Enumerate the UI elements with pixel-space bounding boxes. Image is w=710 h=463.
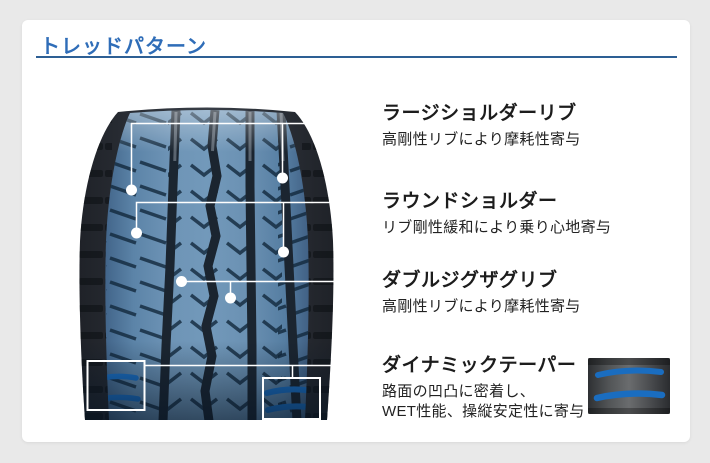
feature-desc: 高剛性リブにより摩耗性寄与 xyxy=(382,298,581,315)
feature-round-shoulder: ラウンドショルダー リブ剛性緩和により乗り心地寄与 xyxy=(382,191,682,238)
thumbnail-taper-stripes xyxy=(593,367,666,402)
feature-desc: リブ剛性緩和により乗り心地寄与 xyxy=(382,219,612,236)
feature-double-zigzag-rib: ダブルジグザグリブ 高剛性リブにより摩耗性寄与 xyxy=(382,270,682,317)
section-title: トレッドパターン xyxy=(40,36,207,58)
feature-large-shoulder-rib: ラージショルダーリブ 高剛性リブにより摩耗性寄与 xyxy=(382,103,682,150)
feature-title: ダブルジグザグリブ xyxy=(382,270,558,291)
feature-title: ダイナミックテーパー xyxy=(382,355,577,376)
tire-tread-image xyxy=(79,107,334,420)
feature-dynamic-taper: ダイナミックテーパー 路面の凹凸に密着し、 WET性能、操縦安定性に寄与 xyxy=(382,355,682,422)
feature-title: ラウンドショルダー xyxy=(382,191,558,212)
feature-desc: 路面の凹凸に密着し、 xyxy=(382,383,536,400)
section-title-underline xyxy=(36,56,677,58)
dynamic-taper-thumbnail xyxy=(588,358,670,414)
feature-title: ラージショルダーリブ xyxy=(382,103,577,124)
feature-desc: WET性能、操縦安定性に寄与 xyxy=(382,403,585,420)
feature-desc: 高剛性リブにより摩耗性寄与 xyxy=(382,131,581,148)
